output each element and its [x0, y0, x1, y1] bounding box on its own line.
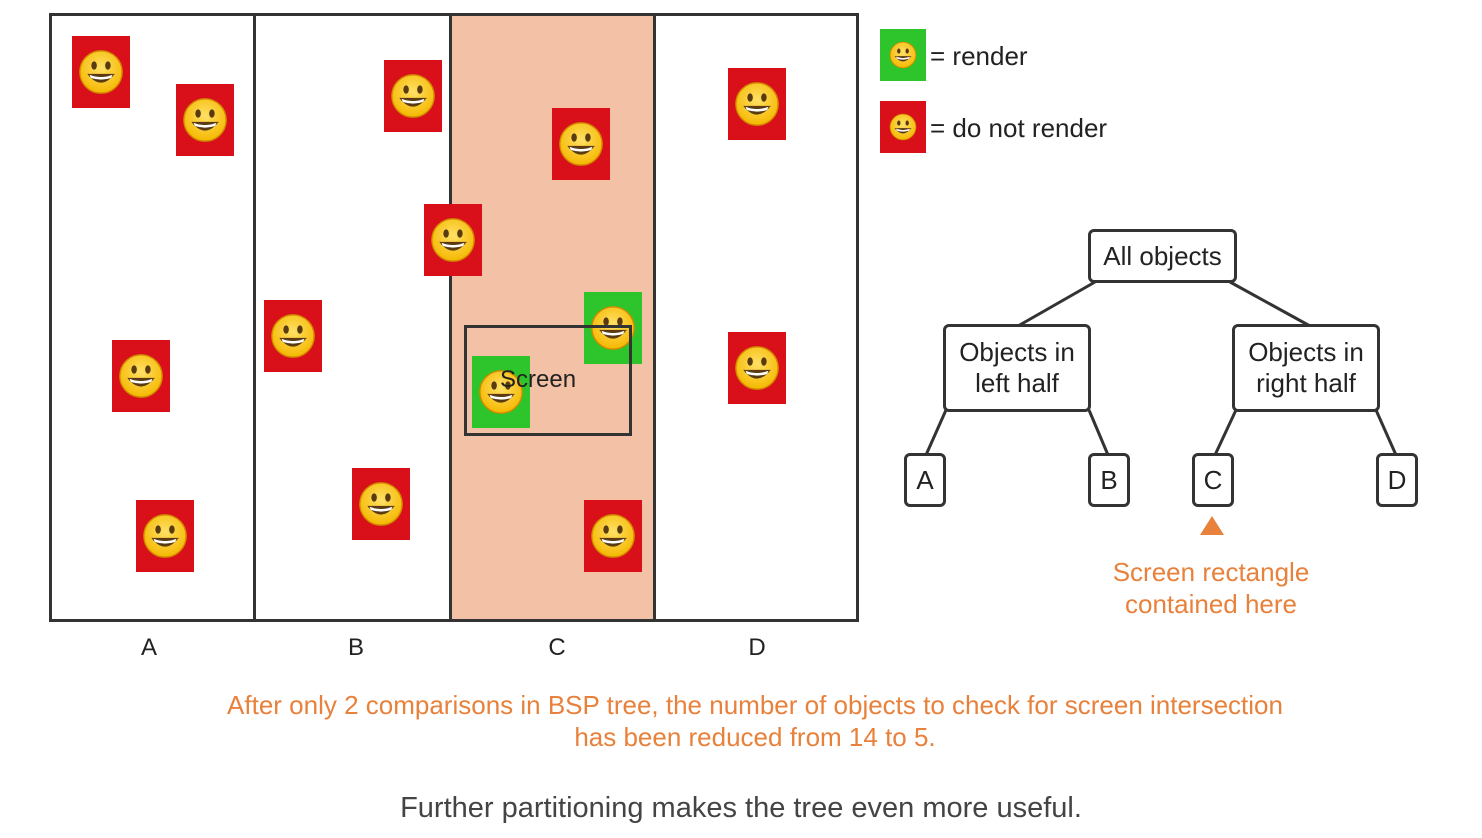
object-bc-straddling: [424, 204, 482, 276]
object-a2: [176, 84, 234, 156]
legend-render-label: = render: [930, 41, 1028, 71]
partition-divider-bc: [449, 13, 452, 619]
partition-divider-cd: [653, 13, 656, 619]
tree-leaf-d-label: D: [1387, 464, 1407, 495]
comparison-caption: After only 2 comparisons in BSP tree, th…: [227, 690, 1283, 752]
tree-leaf-c-label: C: [1203, 464, 1223, 495]
tree-node-root: All objects: [1088, 229, 1237, 283]
partition-divider-ab: [253, 13, 256, 619]
object-a3: [112, 340, 170, 412]
object-c4: [584, 500, 642, 572]
object-d2: [728, 332, 786, 404]
tree-leaf-c: C: [1192, 453, 1234, 507]
object-b1: [384, 60, 442, 132]
object-a4: [136, 500, 194, 572]
object-c1: [552, 108, 610, 180]
partition-label-d: D: [748, 634, 766, 661]
screen-label: Screen: [500, 366, 577, 393]
partition-label-a: A: [140, 634, 157, 661]
partition-frame: [49, 13, 859, 622]
tree-node-root-label: All objects: [1103, 240, 1222, 271]
object-a1: [72, 36, 130, 108]
further-partitioning-caption: Further partitioning makes the tree even…: [400, 792, 1082, 824]
tree-leaf-d: D: [1376, 453, 1418, 507]
object-b2: [264, 300, 322, 372]
object-d1: [728, 68, 786, 140]
object-c3-render: [472, 356, 530, 428]
legend-render-swatch: [880, 29, 926, 81]
partition-label-c: C: [548, 634, 566, 661]
legend-do-not-render-label: = do not render: [930, 113, 1108, 143]
pointer-triangle-icon: [1200, 516, 1224, 535]
object-b3: [352, 468, 410, 540]
screen-rectangle: [464, 325, 632, 436]
tree-leaf-b: B: [1088, 453, 1130, 507]
legend-do-not-render-swatch: [880, 101, 926, 153]
tree-leaf-a: A: [904, 453, 946, 507]
tree-leaf-b-label: B: [1100, 464, 1118, 495]
partition-label-b: B: [347, 634, 364, 661]
object-c2-render: [584, 292, 642, 364]
tree-leaf-a-label: A: [916, 464, 934, 495]
